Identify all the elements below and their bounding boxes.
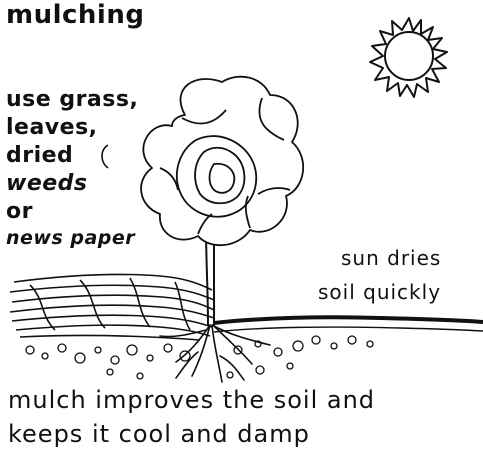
mulch-label-line: news paper [6, 229, 135, 248]
mulch-label-line: dried [6, 145, 73, 167]
diagram-title: mulching [6, 2, 144, 28]
label-brace [102, 145, 108, 168]
roots [160, 325, 270, 382]
mulch-label-line: leaves, [6, 117, 98, 139]
bare-soil [214, 317, 483, 332]
sun-label-line: soil quickly [318, 282, 441, 302]
lettuce-plant-illustration [141, 77, 303, 245]
mulch-layer [10, 274, 214, 340]
mulch-label-line: or [6, 201, 33, 223]
caption-line: mulch improves the soil and [8, 388, 375, 412]
sun-label-line: sun dries [341, 248, 441, 268]
mulch-label-line: use grass, [6, 89, 138, 111]
sun-icon [370, 18, 447, 97]
mulch-label-line: weeds [6, 173, 88, 195]
caption-line: keeps it cool and damp [8, 422, 310, 446]
